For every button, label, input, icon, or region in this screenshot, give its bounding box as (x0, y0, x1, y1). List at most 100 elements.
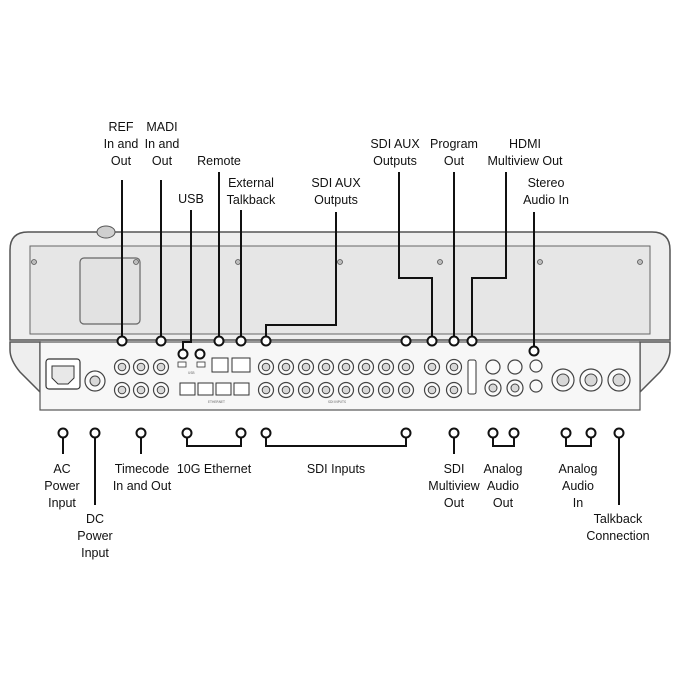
chassis-knob (96, 225, 116, 239)
analog-audio-out-2-core (510, 383, 520, 393)
dot-sdi-aux-b-right (400, 335, 412, 347)
bnc-sdi-input-5-core (341, 385, 351, 395)
bnc-timecode-bottom-core (136, 385, 146, 395)
dot-program (448, 335, 460, 347)
bnc-sdi-aux-7-core (381, 362, 391, 372)
bnc-sdi-aux-4-core (321, 362, 331, 372)
dot-timecode (135, 427, 147, 439)
dot-analog-in-left (560, 427, 572, 439)
analog-audio-in-xlr-1-core (556, 373, 570, 387)
ethernet-strip-label: ETHERNET (208, 400, 225, 404)
dot-stereo (528, 345, 540, 357)
sdi-strip-label: SDI INPUTS (328, 400, 346, 404)
dot-external-talkback (235, 335, 247, 347)
leader-analog-out (492, 437, 515, 447)
chassis-lid-window (79, 257, 141, 325)
analog-audio-out-1-core (488, 383, 498, 393)
hdmi-port (467, 359, 477, 395)
callouts-top (116, 172, 540, 360)
dot-ac (57, 427, 69, 439)
dot-hdmi (466, 335, 478, 347)
bnc-sdi-multiview-out-core (449, 385, 459, 395)
stereo-audio-in-2 (529, 379, 543, 393)
dot-sdi-inputs-right (400, 427, 412, 439)
dot-talkback-conn (613, 427, 625, 439)
bnc-program-out-core (449, 362, 459, 372)
callouts-bottom (57, 427, 625, 505)
ac-power-socket-face (51, 365, 75, 385)
usb-port-a (177, 361, 187, 368)
bnc-sdi-input-4-core (321, 385, 331, 395)
dot-madi (155, 335, 167, 347)
leader-sdi-aux-a (398, 172, 433, 337)
bnc-connector-group (113, 358, 463, 399)
dot-sdi-aux-b-left (260, 335, 272, 347)
dot-ethernet-right (235, 427, 247, 439)
bnc-madi-bottom-core (156, 385, 166, 395)
label-usb: USB (178, 192, 204, 206)
label-remote: Remote (197, 154, 241, 168)
bnc-sdi-aux-5-core (341, 362, 351, 372)
dot-usb-b (194, 348, 206, 360)
dot-sdi-inputs-left (260, 427, 272, 439)
bnc-madi-top-core (156, 362, 166, 372)
dot-remote (213, 335, 225, 347)
leader-analog-in (565, 437, 592, 447)
bnc-sdi-aux-1-core (261, 362, 271, 372)
bnc-sdi-input-2-core (281, 385, 291, 395)
talkback-connector-core (612, 373, 626, 387)
bnc-sdi-aux-8-core (401, 362, 411, 372)
dot-ethernet-left (181, 427, 193, 439)
dot-analog-in-right (585, 427, 597, 439)
bnc-sdi-input-6-core (361, 385, 371, 395)
leader-sdi-aux-b (265, 212, 337, 337)
bnc-sdi-aux-9-core (427, 362, 437, 372)
bnc-sdi-aux-6-core (361, 362, 371, 372)
bnc-sdi-aux-3-core (301, 362, 311, 372)
bnc-ref-2-top-core (136, 362, 146, 372)
chassis-right-wing (639, 341, 671, 394)
label-sdi-inputs: SDI Inputs (307, 462, 365, 476)
ethernet-port-1 (179, 382, 196, 396)
dot-usb-a (177, 348, 189, 360)
external-talkback-port (231, 357, 251, 373)
bnc-ref-bottom-core (117, 385, 127, 395)
bnc-sdi-input-1-core (261, 385, 271, 395)
chassis-lid-recess (29, 245, 651, 335)
analog-audio-out-aux-1 (485, 359, 501, 375)
bnc-ref-top-core (117, 362, 127, 372)
connectors: USB ETHERNET SDI INPUTS (45, 357, 631, 404)
dot-analog-out-left (487, 427, 499, 439)
dot-ref (116, 335, 128, 347)
bnc-sdi-input-3-core (301, 385, 311, 395)
dot-sdi-multiview (448, 427, 460, 439)
bnc-sdi-input-8-core (401, 385, 411, 395)
dot-analog-out-right (508, 427, 520, 439)
usb-port-tag: USB (188, 371, 195, 375)
leader-hdmi (471, 172, 507, 337)
dot-sdi-aux-a (426, 335, 438, 347)
analog-audio-out-aux-2 (507, 359, 523, 375)
bnc-sdi-aux-2-core (281, 362, 291, 372)
leader-sdi-inputs (265, 437, 407, 447)
rear-connector-panel (39, 341, 641, 411)
ethernet-port-4 (233, 382, 250, 396)
dc-power-socket-core (89, 375, 101, 387)
bnc-sdi-in-extra-core (427, 385, 437, 395)
